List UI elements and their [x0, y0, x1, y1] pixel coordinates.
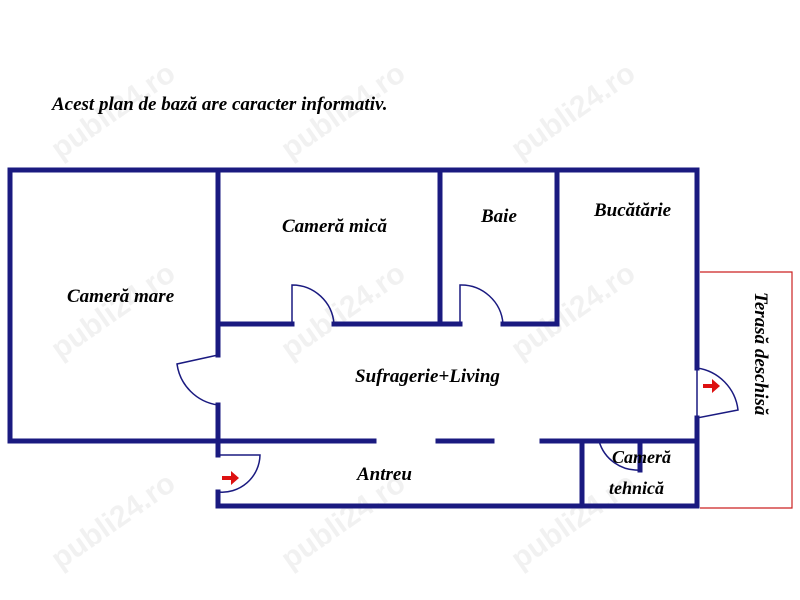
label-camera-tehnica-1: Cameră	[612, 447, 671, 467]
watermark-layer: publi24.ro publi24.ro publi24.ro publi24…	[45, 56, 641, 575]
door-terrace[interactable]	[696, 367, 739, 419]
watermark-3: publi24.ro	[505, 56, 641, 165]
watermark-6: publi24.ro	[505, 256, 641, 365]
doors	[176, 284, 739, 493]
walls	[7, 167, 700, 509]
label-camera-tehnica-2: tehnică	[609, 478, 664, 498]
label-sufragerie: Sufragerie+Living	[355, 366, 500, 387]
terrace-outline	[700, 271, 793, 509]
label-antreu: Antreu	[356, 464, 412, 485]
door-camera-mare[interactable]	[176, 354, 219, 406]
label-bucatarie: Bucătărie	[593, 200, 672, 221]
door-camera-tehnica[interactable]	[598, 440, 641, 471]
door-entrance[interactable]	[217, 454, 261, 493]
door-camera-mica[interactable]	[291, 284, 335, 325]
door-baie[interactable]	[459, 284, 504, 325]
arrow-icon	[222, 471, 239, 485]
plan-note: Acest plan de bază are caracter informat…	[51, 94, 387, 115]
label-camera-mica: Cameră mică	[282, 216, 388, 237]
arrow-icon	[703, 379, 720, 393]
watermark-7: publi24.ro	[45, 466, 181, 575]
label-baie: Baie	[480, 206, 517, 227]
watermark-5: publi24.ro	[275, 256, 411, 365]
room-labels: Cameră mare Cameră mică Baie Bucătărie S…	[67, 200, 771, 498]
label-terasa: Terasă deschisă	[750, 292, 771, 416]
label-camera-mare: Cameră mare	[67, 286, 175, 307]
watermark-4: publi24.ro	[45, 256, 181, 365]
entry-markers	[222, 379, 720, 485]
